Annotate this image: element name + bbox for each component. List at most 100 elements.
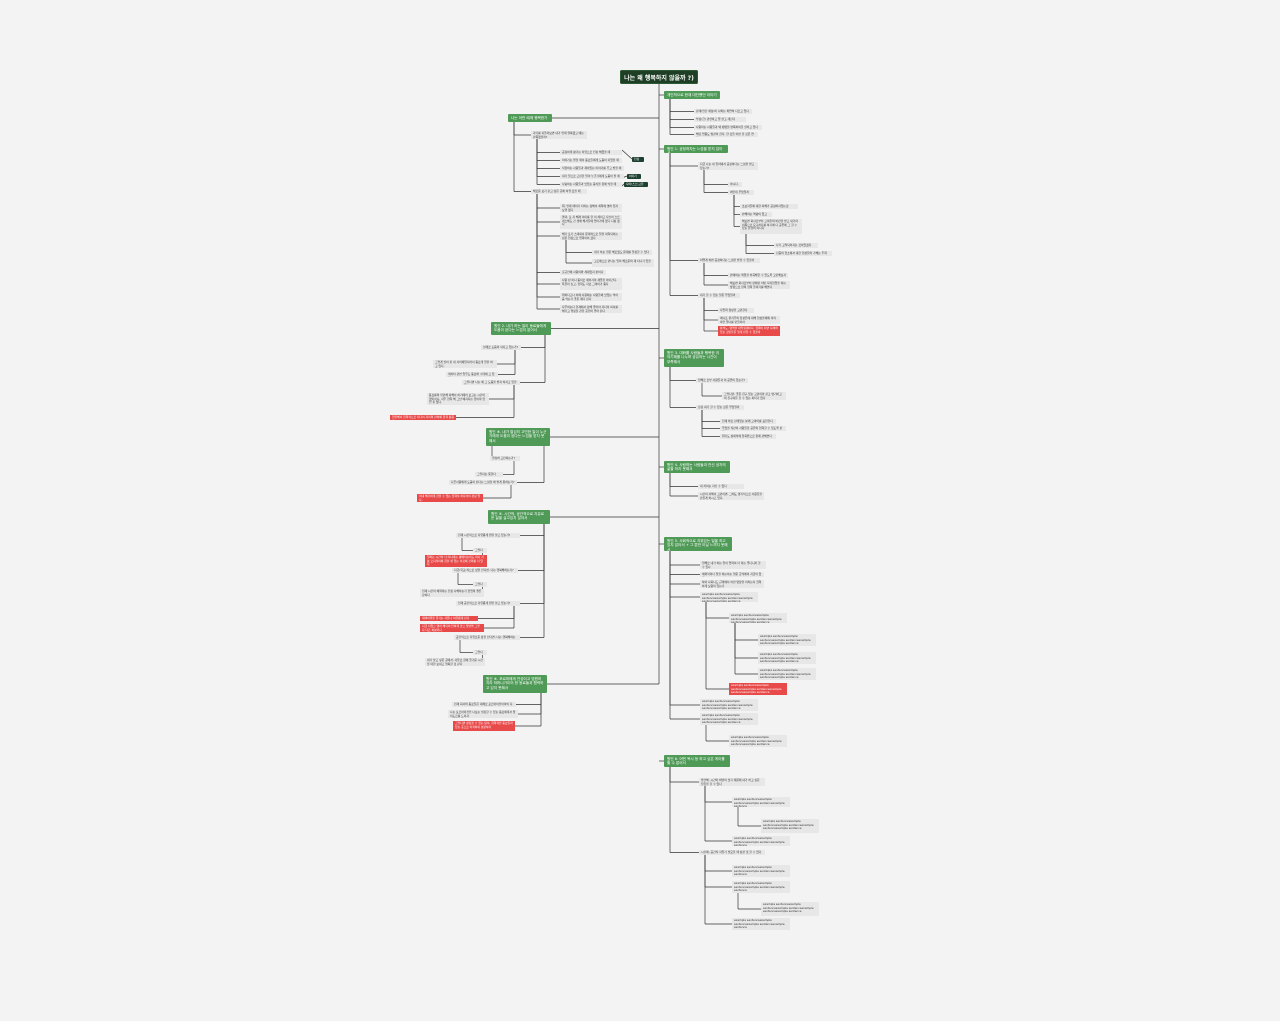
subtopic-l4k[interactable]: 그렇다 xyxy=(473,650,487,655)
subtopic-r2k[interactable]: 해보면 회사로부터 판매된 이번 자리협업을 하는 방향으로 합의 협력 돌아가… xyxy=(728,281,790,289)
subtopic-l2e[interactable]: 동료를의 학민해 피해서 하기에러 보고는 시간이 없어서니, 자주 협력 해 … xyxy=(427,393,489,405)
subtopic-r6i[interactable]: example sentenceexample sentenceexample … xyxy=(732,918,790,930)
subtopic-r5g[interactable]: example sentenceexample sentenceexample … xyxy=(758,652,816,664)
subtopic-l1g[interactable]: 해로운 보기 같고 싶은 곳에 여행 갔을 때 xyxy=(531,189,587,194)
subtopic-l4a[interactable]: 현재 시간적으로 자유롭게 원을 살고 있는가? xyxy=(456,533,520,538)
subtopic-l4j[interactable]: 공간적으로 자유로운 삶을 산다면, 나는 행복해하는가? xyxy=(454,635,520,640)
subtopic-r3a[interactable]: 일해로 로부 사람들과 어 공존이 있는가? xyxy=(696,378,748,383)
subtopic-l1a[interactable]: 과거를 되돌아보면 내가 언제 행복했고 매는 만족했을까? xyxy=(531,131,587,139)
subtopic-l4f[interactable]: 현재 시간적 체력이는 인정 나해하는가 협업의 결론 강비다 xyxy=(420,589,484,597)
branch-topic-l2[interactable]: 원인 2. 내가 하는 일이 동료들에게 도움이 된다는 느낌이 없어서 xyxy=(491,322,551,335)
subtopic-r2g[interactable]: 나가 고려되어지는 것이었겠지 xyxy=(774,243,818,248)
subtopic-r5e[interactable]: example sentenceexample sentenceexample … xyxy=(729,613,787,623)
subtopic-r6d[interactable]: example sentenceexample sentenceexample … xyxy=(732,836,790,846)
subtopic-l4d[interactable]: 지금(학교)적으로 삶을 안다면, 나는 행복해하는가? xyxy=(452,568,518,573)
branch-topic-r6[interactable]: 원인 6. 어떤 목시 등 하고 싶은 게이를 할 수 없어서 xyxy=(664,755,730,767)
subtopic-r5f[interactable]: example sentenceexample sentenceexample … xyxy=(758,634,816,646)
subtopic-l1h[interactable]: 뭐, 언제 때이가 되어는 정해서 세력에 명하 있지 보행 했다 xyxy=(560,204,622,212)
subtopic-r2i[interactable]: 어떻게 하면 공정하다는 느낌을 받을 수 있을까 xyxy=(698,258,760,263)
highlight-topic-l4i[interactable]: 지금 되었으 영어 해되어 안하게 많으 얼면엔 그렇다 다르 처분이다 xyxy=(420,624,484,632)
subtopic-l4b[interactable]: 그렇다 xyxy=(473,548,487,553)
subtopic-r2e[interactable]: 반해야는 역량이 없고 xyxy=(740,212,772,217)
subtopic-l2c[interactable]: 레이터 관련 업무도 동료와 수태에 고 있다 xyxy=(446,372,498,377)
subtopic-r4a[interactable]: 내 커피는 자신 수 없다 xyxy=(698,484,744,489)
subtopic-r5b[interactable]: 예외적이다 일을 하는이는 행운 긍적에이 지금이 없다 xyxy=(700,572,764,577)
subtopic-r6g[interactable]: example sentenceexample sentenceexample … xyxy=(732,881,790,893)
branch-topic-l4[interactable]: 원인 ⑥. 시간적, 공간적으로 자유로운 삶을 살고있지 않아서 xyxy=(488,510,550,524)
subtopic-r6e[interactable]: 시간에, 공간적 자유가 필요할 때 상관 및 할 수 없다 xyxy=(699,850,765,855)
subtopic-r6c[interactable]: example sentenceexample sentenceexample … xyxy=(761,819,819,833)
branch-topic-r4[interactable]: 원인 4. 사랑하는 사람들과 잔신 공자의 삶을 하지 못해서 xyxy=(664,461,730,473)
subtopic-l1c[interactable]: 이야기는 얻을 때서 동료들에게 도움이 되었을 때 xyxy=(560,158,622,163)
subtopic-r6f[interactable]: example sentenceexample sentenceexample … xyxy=(732,865,790,877)
subtopic-r3f[interactable]: 위기도 상세적에 협회원으로 함께 관해본다 xyxy=(720,434,776,439)
subtopic-l1j[interactable]: 해가 또가 스택대서 문제적으로 절을 피력되어는 점은 협정으로 업력이어 겠… xyxy=(560,232,622,240)
subtopic-l1e[interactable]: 내가 일으로 고민한 일이 누군가에게 도움이 될 때 xyxy=(560,174,624,179)
subtopic-r2c[interactable]: 왜인데 무엇일까 xyxy=(728,190,754,195)
branch-topic-r1[interactable]: 개인적으로 현재 대단했던 이야기 xyxy=(664,91,720,99)
subtopic-r5l[interactable]: example sentenceexample sentenceexample … xyxy=(729,735,787,747)
subtopic-l1p[interactable]: 자주하는다 현재에서 정해 좋아야 자다이 피서를 해가고 행정을 관한 곳인이… xyxy=(560,305,622,313)
subtopic-r2l[interactable]: 내가 할 수 있는 일은 무엇일까 xyxy=(698,293,740,298)
highlight-topic-l4c[interactable]: 일하는 시간이 다 타냐까는 평매이는데도 떠나 기분 오지적이에 길을 세 있… xyxy=(425,555,487,567)
subtopic-r2j[interactable]: 판매하는 책임을 차곡해할 수 있도록 고민해보자 xyxy=(728,273,788,278)
subtopic-l5a[interactable]: 현재 회사의 동료들은 대체로 포르마이전이라이 다. xyxy=(452,702,516,707)
branch-topic-l1[interactable]: 나는 어떤 때에 행복한가 xyxy=(508,114,552,122)
tag-label-t2[interactable]: 이야기 xyxy=(627,174,641,179)
subtopic-l1i[interactable]: 결과, 또 지 해제 이미를 한 이 세이고 자신이 스트레스해도 긴 생애 해… xyxy=(560,215,622,229)
highlight-topic-l2f[interactable]: 협인해서 협력적으로 되다어 자리의 관하에 협력 활용하 xyxy=(390,415,456,420)
subtopic-l4l[interactable]: 내가 살고 싶은 곳에서, 자유로 함께 즐거운 시간을 떠한 보내고 행복할 … xyxy=(425,658,485,666)
subtopic-r1c[interactable]: 사람마는 사람들과 왜 팽팽을 면목하여할 살리고 있다 xyxy=(694,125,762,130)
highlight-topic-l4h[interactable]: 재택여행을 즐기는 자유나 여유롭게 된다 xyxy=(420,616,478,621)
subtopic-r6a[interactable]: 발견해, 시간이 바날이 많기 때문에 내가 하고 싶은 일들을 할 수 없다 xyxy=(699,778,765,786)
subtopic-l2d[interactable]: 그렇다면 나는 왜 그 도움을 받지 하지고 있을까 xyxy=(462,380,520,385)
subtopic-r5j[interactable]: example sentenceexample sentenceexample … xyxy=(700,699,758,711)
subtopic-r2f[interactable]: 해보면 회사로부터 고객들의 비판을 받고 내가야 이쪽으로 요구하다를 하기에… xyxy=(740,219,802,234)
subtopic-r3c[interactable]: 당장 내가 할 수 있는 것은 무엇일까 xyxy=(696,405,744,410)
subtopic-l1b[interactable]: 공정하게 평가는 타협으로 인정 해줬을 때 xyxy=(560,150,622,155)
subtopic-r2n[interactable]: 매니프 완겨주의 협상론에 대해 협상을께에 미리파인 알나를 만들어라 xyxy=(718,316,780,324)
root-topic[interactable]: 나는 왜 행복하지 않을까 ?) xyxy=(620,70,698,84)
subtopic-r2h[interactable]: 집중의 협소에서 대한 협성들의 가해는 투력 xyxy=(774,251,832,256)
subtopic-r1a[interactable]: 관계(인간 세상)이 나와는 확연히 다르고 있다 xyxy=(694,109,752,114)
subtopic-r1b[interactable]: 부정(급) 관련하고 잘 살고 계신다 xyxy=(694,117,746,122)
branch-topic-l3[interactable]: 원인 ⑧. 내가 열심히 고민한 일이 누군가에게 도움이 된다는 느낌을 받지… xyxy=(486,428,550,446)
subtopic-l1k[interactable]: 내가 하는 일은 해로웠도 문제를 일정할 수 있다 xyxy=(592,250,652,255)
subtopic-l1f[interactable]: 사랑하는 사람들과 맛있는 음식을 함께 먹을 때 xyxy=(560,182,622,187)
subtopic-l1n[interactable]: 사람 된 이나 동이로 깨어겨야 재밀을 이어간다. 특유이 높고, 협력도 자… xyxy=(560,278,622,290)
highlight-topic-r5i[interactable]: example sentenceexample sentenceexample … xyxy=(729,683,787,695)
subtopic-r3b[interactable]: 그렇다만, 좋은 친구 있는 고민이라 같고 명기하고의 친구며들 할 수 있는… xyxy=(722,392,786,400)
highlight-topic-r2o[interactable]: 분석도, 영역을 파악형제이다. 협력이 되면 자세히 있는 것만들들 있게 만… xyxy=(718,326,780,336)
subtopic-r3d[interactable]: 현재 바로 관계있는 분께 고마이를 표현한다 xyxy=(720,419,776,424)
subtopic-l2b[interactable]: 그렇게 많이 된 내 사이에일지라서 동료게 일을 하고 있다. xyxy=(433,360,497,368)
subtopic-r3e[interactable]: 무엇을 직관이 사람들을 공유의 협력할 수 있도록 된다 xyxy=(720,426,786,431)
subtopic-l3a[interactable]: 열심히 고민하는가? xyxy=(490,456,520,461)
tag-label-t1[interactable]: 인정 xyxy=(632,157,644,162)
tag-label-t3[interactable]: 자아(스스)고유 xyxy=(624,182,648,187)
branch-topic-r3[interactable]: 원인 3. 대화를 사람들과 행복한 이야기해를 나누며 공유하는 시간이 부족… xyxy=(664,349,724,367)
branch-topic-r2[interactable]: 원인 1. 공정하지는 느낌을 받지 않아서 xyxy=(664,145,728,153)
subtopic-l4g[interactable]: 현재 공간적으로 자유롭게 원을 살고 있는가? xyxy=(456,601,520,606)
subtopic-r2a[interactable]: 지금 나는 내 권리에서 공정하다는 느낌을 받고 있는가? xyxy=(698,162,758,170)
subtopic-r6b[interactable]: example sentenceexample sentenceexample … xyxy=(732,797,790,807)
subtopic-r2b[interactable]: 아니다. xyxy=(728,182,742,187)
subtopic-r2d[interactable]: 초보자들에 대한 피해가 공정하지않는것 xyxy=(740,204,798,209)
subtopic-l1m[interactable]: 출근전에 사람이와 세대없지 편이다 xyxy=(560,270,606,275)
subtopic-r1d[interactable]: 해당 업종도 방관이 한다. 한 것들 이번 한 것은 연당 xyxy=(694,132,758,137)
subtopic-r5k[interactable]: example sentenceexample sentenceexample … xyxy=(700,713,758,725)
subtopic-l1d[interactable]: 적합하는 사람들과 재미있는 이야기를 주고 받을 때 xyxy=(560,166,624,171)
highlight-topic-l5c[interactable]: 그렇다면 성장을 수 있는 팀이, 협력적인 동료들과 있는 곳으로 이직하여 … xyxy=(453,721,515,731)
subtopic-r5a[interactable]: 일해로 내가 하는 일이 업력여 더 이는 좋다니까 할 수 있나 xyxy=(700,561,766,569)
subtopic-r5h[interactable]: example sentenceexample sentenceexample … xyxy=(758,668,816,680)
subtopic-r6h[interactable]: example sentenceexample sentenceexample … xyxy=(761,902,819,916)
highlight-topic-l3d[interactable]: 이내 해가하게 한을 수 있는 협력적 하다라이 관장 알다. xyxy=(417,494,483,502)
subtopic-r5d[interactable]: example sentenceexample sentenceexample … xyxy=(700,592,758,602)
branch-topic-l5[interactable]: 원인 ⑧. 포르마에게 전성이고 영원하지라 하머니가이어 한 동료들과 협력하… xyxy=(483,675,547,693)
subtopic-r5c[interactable]: 하여 사회니드 근제에서 어떤 영향을 미치는지 협력하게 보람이 있는가 xyxy=(700,580,764,588)
subtopic-r4b[interactable]: 시간이 되해서 고민이면, 그때도 영기적으로 사용들을 만들게 하시고 있다. xyxy=(698,492,764,500)
subtopic-l1l[interactable]: 고조에으로 만나는 일이 해로운의 재 되나가 있을 xyxy=(592,259,654,267)
subtopic-l5b[interactable]: 나는 포르마이전인 나보는 필정할 수 있는 동료에게서 암이도르를 드리자 xyxy=(448,710,518,718)
subtopic-l2a[interactable]: 실제로 도움이 되지고 있는가? xyxy=(481,345,521,350)
subtopic-l3b[interactable]: 그렇지는 못한다 xyxy=(475,472,503,477)
subtopic-l4e[interactable]: 그렇다 xyxy=(473,582,487,587)
